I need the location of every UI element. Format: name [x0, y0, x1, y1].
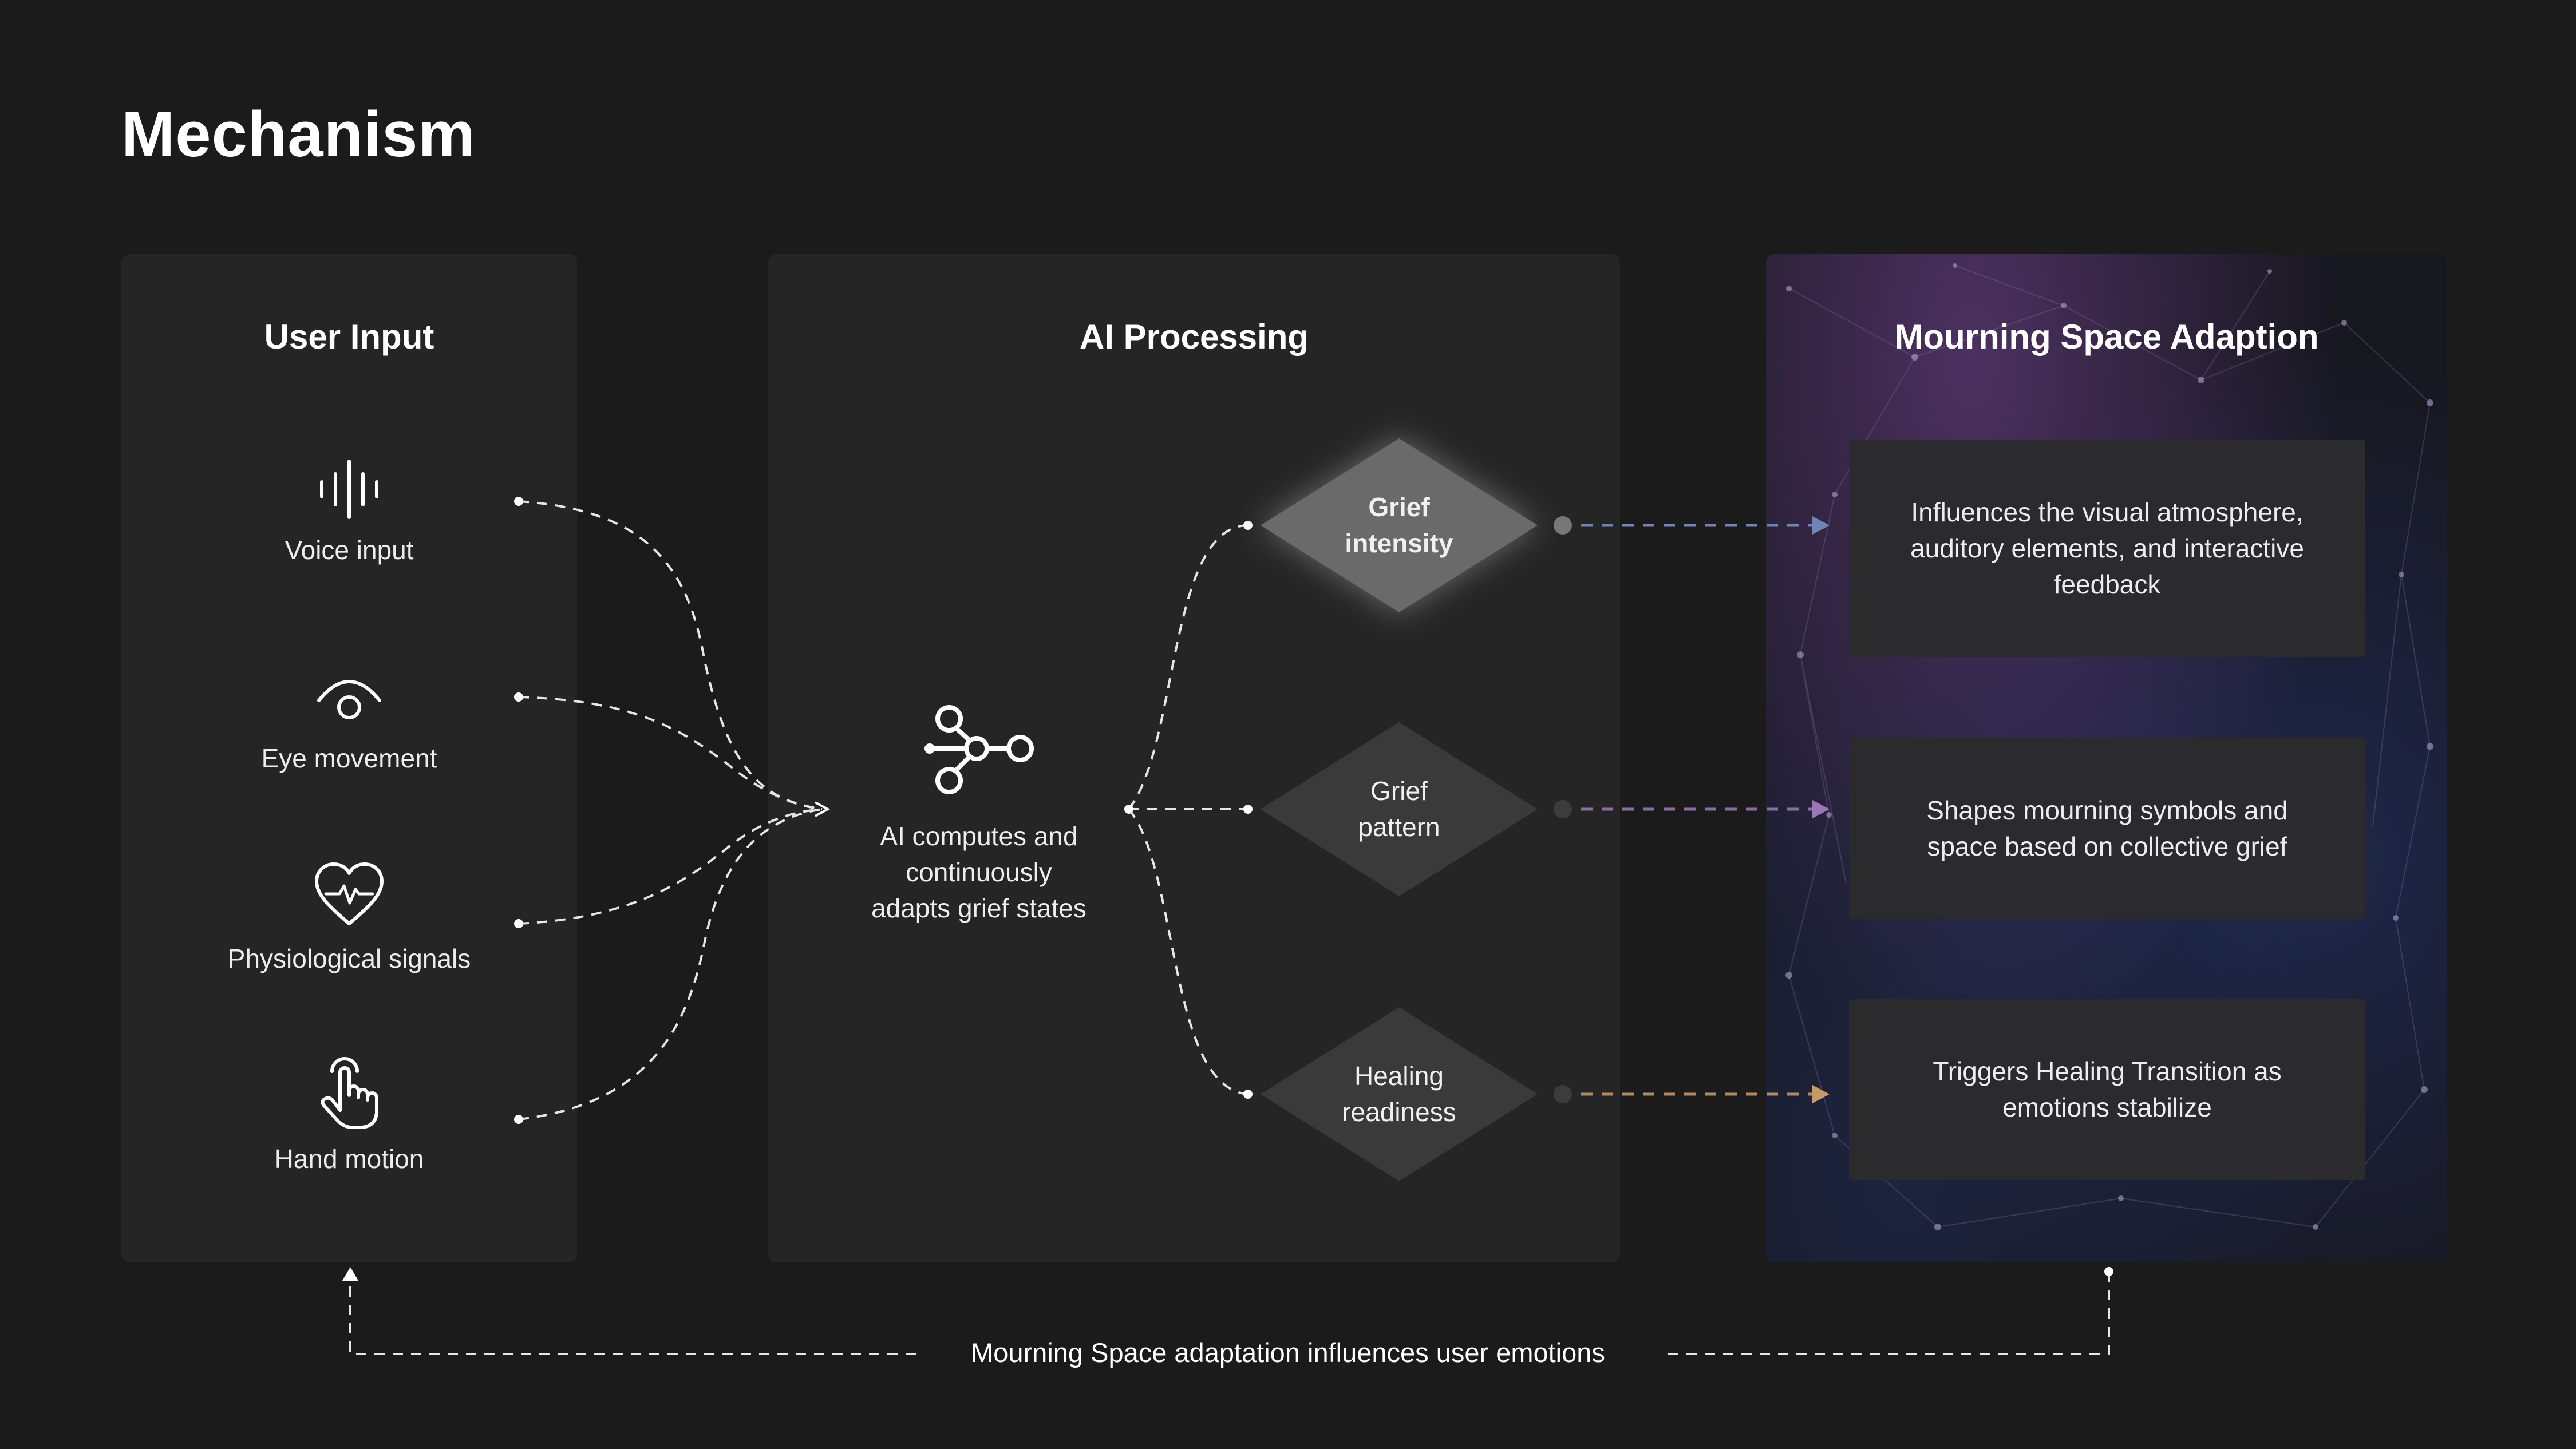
arrow-start-dot	[1554, 800, 1572, 818]
state-line: intensity	[1345, 528, 1453, 558]
feedback-start-dot	[2104, 1267, 2113, 1276]
ai-label-line: continuously	[906, 857, 1052, 887]
state-line: Healing	[1354, 1061, 1444, 1091]
feedback-arrowhead	[342, 1267, 358, 1281]
connector-dot	[1124, 805, 1133, 814]
connector-dot	[1243, 521, 1253, 530]
input-label: Voice input	[285, 535, 414, 565]
input-label: Eye movement	[261, 743, 437, 773]
card-line: space based on collective grief	[1927, 832, 2287, 861]
adapt-card-healing: Triggers Healing Transition as emotions …	[1849, 999, 2365, 1180]
mourning-space-panel: Mourning Space Adaption Influences the v…	[1766, 254, 2447, 1262]
merge-arrowhead	[815, 801, 831, 817]
network-nodes-icon	[932, 705, 1034, 794]
arrow-start-dot	[1554, 1085, 1572, 1103]
feedback-loop-line	[349, 1272, 2110, 1355]
input-connectors	[518, 500, 823, 1121]
diamond-healing-readiness	[1261, 1007, 1538, 1181]
voice-waveform-icon	[320, 460, 378, 519]
connector-readiness	[1128, 808, 1249, 1095]
arrowhead-readiness	[1812, 1085, 1830, 1103]
connector-dot	[514, 1115, 523, 1124]
card-line: feedback	[2053, 569, 2161, 599]
input-item-physiological: Physiological signals	[121, 861, 577, 974]
ai-label-line: AI computes and	[880, 821, 1078, 851]
network-endpoint	[924, 743, 935, 754]
card-line: emotions stabilize	[2002, 1092, 2212, 1122]
connector-voice	[518, 500, 823, 810]
input-item-voice: Voice input	[121, 458, 577, 565]
diamond-grief-pattern	[1261, 722, 1538, 896]
adapt-card-atmosphere: Influences the visual atmosphere, audito…	[1849, 440, 2365, 657]
card-line: Triggers Healing Transition as	[1933, 1056, 2282, 1086]
mourning-space-heading: Mourning Space Adaption	[1894, 318, 2319, 356]
connector-hand	[518, 808, 823, 1121]
card-line: Shapes mourning symbols and	[1926, 795, 2288, 825]
connector-physio	[518, 808, 823, 925]
state-line: readiness	[1342, 1097, 1456, 1127]
arrow-start-dot	[1554, 516, 1572, 535]
connector-dot	[1243, 805, 1253, 814]
network-background	[1785, 263, 2433, 1230]
arrowhead-intensity	[1812, 516, 1830, 535]
ai-label-line: adapts grief states	[871, 893, 1086, 923]
input-item-eye: Eye movement	[121, 666, 577, 774]
page-title: Mechanism	[121, 98, 476, 170]
state-line: Grief	[1370, 776, 1428, 806]
state-label-healing-readiness: Healing readiness	[1313, 1058, 1485, 1130]
hand-tap-icon	[321, 1057, 378, 1129]
adapt-card-symbols: Shapes mourning symbols and space based …	[1849, 738, 2365, 919]
ai-processing-label: AI computes and continuously adapts grie…	[830, 818, 1128, 927]
input-label: Hand motion	[274, 1144, 424, 1174]
user-input-heading: User Input	[264, 318, 434, 356]
state-label-grief-intensity: Grief intensity	[1313, 489, 1485, 561]
input-label: Physiological signals	[227, 944, 471, 973]
state-line: pattern	[1358, 812, 1440, 842]
connector-dot	[514, 497, 523, 506]
connector-intensity	[1128, 524, 1249, 810]
user-input-panel: User Input Voice input Eye movement Phys…	[121, 254, 577, 1262]
eye-icon	[317, 680, 381, 719]
heart-pulse-icon	[315, 862, 384, 925]
ai-processing-heading: AI Processing	[1079, 318, 1309, 356]
connector-dot	[514, 919, 523, 928]
state-connectors	[1128, 524, 1249, 1095]
connector-dot	[514, 692, 523, 702]
connector-dot	[1243, 1090, 1253, 1099]
arrowhead-pattern	[1812, 800, 1830, 818]
input-item-hand: Hand motion	[121, 1055, 577, 1174]
card-line: auditory elements, and interactive	[1910, 533, 2304, 563]
card-line: Influences the visual atmosphere,	[1911, 497, 2304, 527]
feedback-loop-label: Mourning Space adaptation influences use…	[916, 1337, 1660, 1368]
diamond-grief-intensity	[1261, 438, 1538, 612]
state-line: Grief	[1368, 492, 1430, 522]
connector-eye	[518, 696, 823, 810]
state-label-grief-pattern: Grief pattern	[1313, 773, 1485, 845]
